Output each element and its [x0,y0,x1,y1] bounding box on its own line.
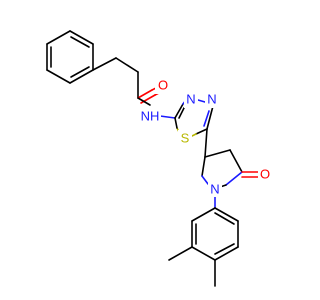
lactam-oxygen-label: O [260,167,270,182]
amide-linker [159,115,176,119]
dimethylphenyl-ring [168,195,239,287]
amide-oxygen-label: O [158,78,168,93]
ring-link [204,128,208,158]
atom-labels: O NH N N S O N [139,78,272,197]
thiadiazole-n2-label: N [207,92,216,107]
thiadiazole-n1-label: N [186,92,195,107]
propanoyl-chain [92,57,162,106]
amide-nh-label: NH [141,109,160,124]
molecule-diagram: O NH N N S O N [46,30,272,287]
pyrrolidine-nitrogen-label: N [210,182,219,197]
phenyl-ring [46,30,94,84]
thiadiazole-sulfur-label: S [181,131,190,146]
pyrrolidinone-ring [201,149,259,188]
structure-drawing: O NH N N S O N [46,30,272,287]
